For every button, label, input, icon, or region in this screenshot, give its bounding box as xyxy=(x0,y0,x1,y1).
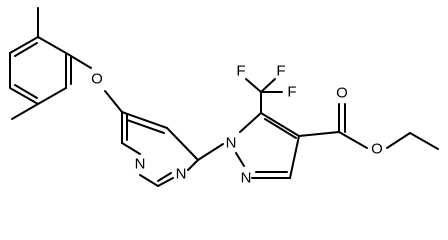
carbonyl-oxygen-label: O xyxy=(336,85,348,102)
methyl-bottom xyxy=(11,103,39,120)
bond-oxygen-pyrimidine xyxy=(104,90,123,113)
fluorine-label-top-right: F xyxy=(276,63,285,80)
pyrazole-n2-label: N xyxy=(241,170,252,187)
dimethylphenyl-ring xyxy=(9,36,72,105)
trifluoromethyl-group xyxy=(245,78,283,114)
fluorine-label-right: F xyxy=(287,84,296,101)
ether-oxygen-label: O xyxy=(91,71,103,88)
fluorine-label-top-left: F xyxy=(236,63,245,80)
bond-pyrimidine-pyrazole xyxy=(197,143,224,161)
pyrazole-ring xyxy=(235,112,300,179)
pyrazole-n1-label: N xyxy=(226,135,237,152)
pyrimidine-n-label-upper: N xyxy=(135,156,146,173)
ethyl-ester-group xyxy=(298,103,439,150)
bond-aryl-oxygen xyxy=(65,52,92,69)
pyrimidine-n-label-lower: N xyxy=(176,166,187,183)
structure-drawing: O N N N N F F F O O xyxy=(9,7,439,187)
ester-oxygen-label: O xyxy=(371,141,383,158)
molecule-diagram: O N N N N F F F O O xyxy=(9,7,439,187)
pyrimidine-ring xyxy=(121,111,199,187)
